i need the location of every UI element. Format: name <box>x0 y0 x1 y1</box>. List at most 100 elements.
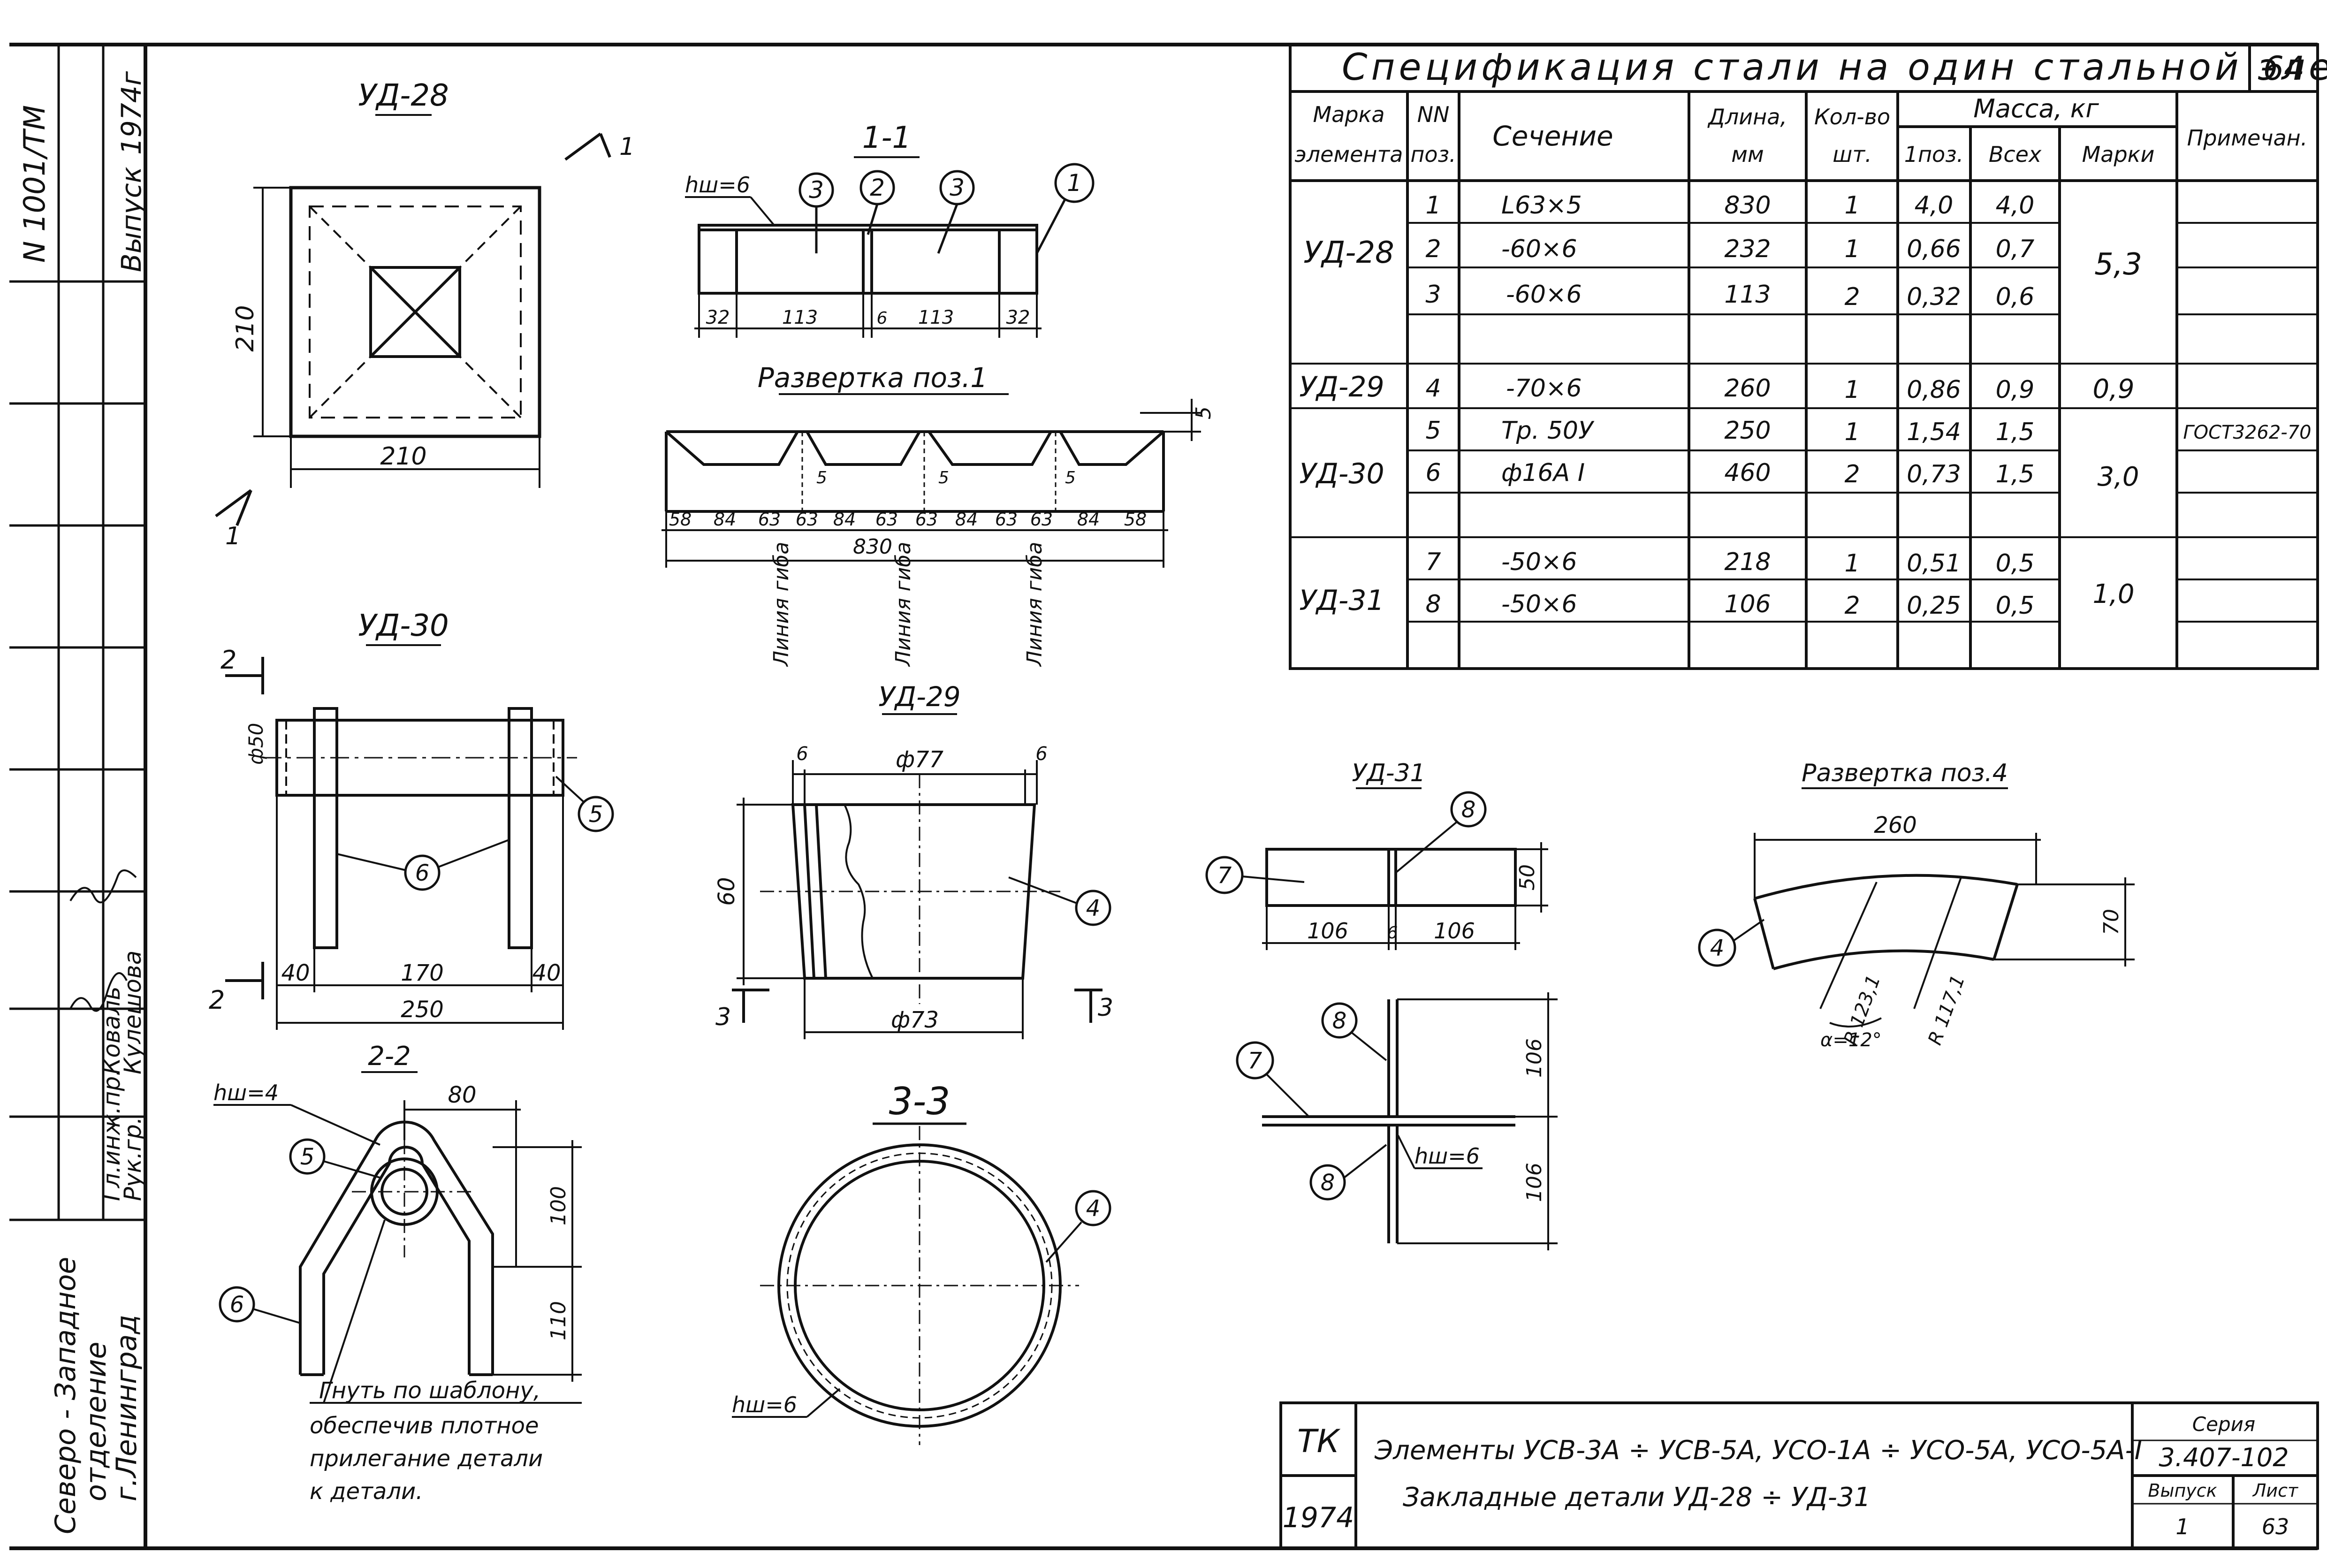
unfold1-dim: 63 <box>758 509 781 530</box>
ud28-cut-mark: 1 <box>225 522 241 550</box>
cell-mass-1: 1,54 <box>1907 418 1961 446</box>
cell-pos: 2 <box>1425 235 1441 263</box>
ud31-weld: hш=6 <box>1414 1143 1480 1169</box>
cell-mass-1: 0,86 <box>1907 376 1961 404</box>
section-2-2: 2-2 hш=4 80 100 110 <box>213 1041 582 1505</box>
cell-section: -50×6 <box>1501 548 1577 576</box>
cell-pos: 7 <box>1425 548 1441 576</box>
sec11-dim: 6 <box>877 309 888 328</box>
cell-length: 113 <box>1724 281 1771 309</box>
ud29-dia-bottom: ф73 <box>891 1007 939 1033</box>
cell-mass-1: 0,73 <box>1907 460 1961 488</box>
sec22-bubble-pipe: 5 <box>300 1144 315 1170</box>
sec22-dim-w: 80 <box>448 1082 476 1108</box>
sec33-weld: hш=6 <box>732 1392 797 1417</box>
cell-pos: 4 <box>1425 374 1441 403</box>
sec22-weld: hш=4 <box>213 1080 279 1105</box>
cell-mass-all: 0,5 <box>1996 549 2035 578</box>
cell-length: 260 <box>1724 374 1771 403</box>
doc-number: N 1001/ТМ <box>17 105 52 263</box>
cell-mass-all: 0,7 <box>1996 235 2035 263</box>
sec11-title: 1-1 <box>862 121 912 155</box>
hdr-mass-1: 1поз. <box>1904 142 1964 167</box>
sec11-weld: hш=6 <box>685 172 750 198</box>
ud28-dim-w: 210 <box>380 442 426 471</box>
ud28-title: УД-28 <box>358 78 449 113</box>
cell-mass-all: 0,5 <box>1996 592 2035 620</box>
ud31-v1: 106 <box>1522 1038 1546 1078</box>
tb-code: ТК <box>1297 1423 1341 1460</box>
ud28-cut-mark: 1 <box>619 133 635 161</box>
sec22-dim-h2: 110 <box>547 1301 570 1340</box>
ud31-height: 50 <box>1515 864 1539 891</box>
sheet-number: 64 <box>2263 49 2304 88</box>
unfold1-dim: 63 <box>796 509 818 530</box>
unfold1-dim: 58 <box>1124 509 1147 530</box>
cell-mass-all: 0,9 <box>1996 376 2035 404</box>
cell-qty: 1 <box>1844 418 1860 446</box>
tb-sheet-value: 63 <box>2262 1514 2289 1539</box>
ud31-bubble-8: 8 <box>1461 797 1476 823</box>
cell-mass-1: 0,51 <box>1907 549 1961 578</box>
hdr-mass: Масса, кг <box>1973 94 2099 123</box>
sec33-bubble: 4 <box>1086 1195 1101 1222</box>
sec22-note-line: прилегание детали <box>310 1446 543 1472</box>
bubble-label: 3 <box>950 174 965 201</box>
sec22-bubble-rod: 6 <box>230 1292 244 1318</box>
hdr-mark-1: Марка <box>1313 102 1384 127</box>
bend-line-label: Линия гиба <box>769 542 793 667</box>
cell-section: -60×6 <box>1506 281 1582 309</box>
ud31-dim: 106 <box>1307 918 1348 944</box>
unfold1-dim: 84 <box>955 509 978 530</box>
ud30-cut-mark: 2 <box>221 645 236 675</box>
cell-qty: 1 <box>1844 235 1860 263</box>
signer-name-2: Кулешова <box>119 951 146 1074</box>
ud30-dim: 40 <box>281 960 310 986</box>
unfold1-notch: 5 <box>1192 406 1216 419</box>
sec22-note-line: к детали. <box>310 1478 423 1505</box>
mark-ud28: УД-28 <box>1303 236 1394 270</box>
cell-length: 830 <box>1724 191 1771 220</box>
mark-ud29: УД-29 <box>1299 371 1384 403</box>
cell-section: -70×6 <box>1506 374 1582 403</box>
cell-pos: 1 <box>1425 191 1441 220</box>
sec22-title: 2-2 <box>368 1041 411 1072</box>
tb-series-label: Серия <box>2192 1413 2255 1436</box>
hdr-mark-2: элемента <box>1294 142 1403 167</box>
hdr-qty-1: Кол-во <box>1814 104 1890 129</box>
unfold4-angle: α=12° <box>1820 1029 1882 1051</box>
signer-name-1: Коваль <box>98 986 125 1074</box>
cell-mass-1: 4,0 <box>1915 191 1954 220</box>
cell-note: ГОСТ3262-70 <box>2183 422 2311 443</box>
org-line-2: отделение <box>80 1342 113 1501</box>
hdr-pos-2: поз. <box>1410 142 1456 167</box>
ud30-dim: 170 <box>401 960 444 986</box>
hdr-length-2: мм <box>1731 142 1764 167</box>
signer-role-2: Рук.гр. <box>119 1117 146 1201</box>
cell-mass-1: 0,25 <box>1907 592 1961 620</box>
unfold4-r2: R 117,1 <box>1924 972 1969 1048</box>
cell-qty: 2 <box>1844 283 1860 311</box>
sec22-dim-h1: 100 <box>547 1186 570 1225</box>
mark-ud30: УД-30 <box>1299 457 1384 490</box>
spec-header: Марка элемента NN поз. Сечение Длина, мм… <box>1294 94 2307 167</box>
cell-pos: 8 <box>1425 590 1441 618</box>
ud31-title: УД-31 <box>1352 759 1425 787</box>
mass-ud28: 5,3 <box>2094 247 2142 282</box>
unfold1-total: 830 <box>853 535 892 559</box>
cell-qty: 1 <box>1844 549 1860 578</box>
unfold4-title: Развертка поз.4 <box>1802 759 2008 787</box>
bend-line-label: Линия гиба <box>1023 542 1047 667</box>
cell-pos: 3 <box>1425 281 1441 309</box>
sec22-note: Гнуть по шаблону, обеспечив плотное прил… <box>310 1378 543 1505</box>
ud30-cut-mark: 2 <box>209 985 225 1015</box>
ud30-title: УД-30 <box>358 609 449 643</box>
bend-line-label: Линия гиба <box>891 542 915 667</box>
tb-issue-label: Выпуск <box>2148 1480 2217 1501</box>
cell-mass-1: 0,66 <box>1907 235 1961 263</box>
cell-length: 218 <box>1724 548 1771 576</box>
cell-mass-all: 1,5 <box>1996 418 2035 446</box>
mass-ud30: 3,0 <box>2097 462 2139 492</box>
sec11-dim: 32 <box>1006 307 1030 328</box>
